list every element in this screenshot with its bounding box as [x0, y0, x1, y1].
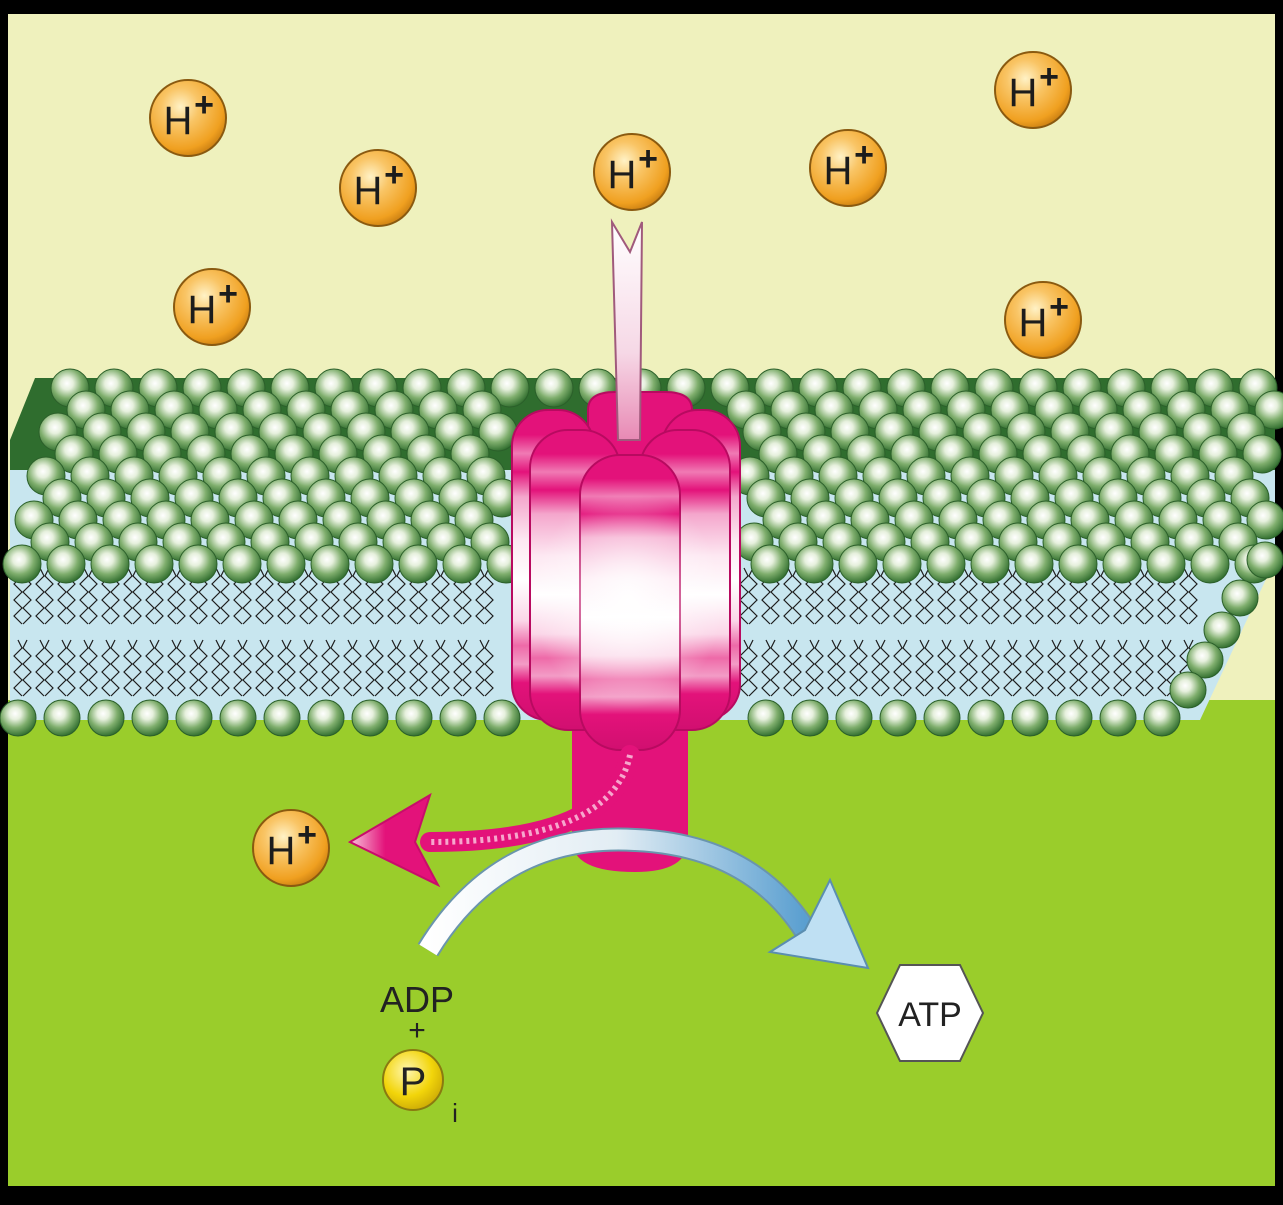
lipid-head	[1014, 544, 1054, 584]
lipid-head	[351, 699, 389, 737]
proton-symbol: H	[354, 169, 383, 213]
proton-charge: +	[384, 156, 404, 194]
lipid-head	[794, 544, 834, 584]
lipid-head	[791, 699, 829, 737]
lipid-head	[134, 544, 174, 584]
lipid-head	[175, 699, 213, 737]
lipid-head	[1102, 544, 1142, 584]
lipid-head	[1011, 699, 1049, 737]
lipid-head	[1055, 699, 1093, 737]
atp-label: ATP	[898, 996, 962, 1034]
lipid-head	[219, 699, 257, 737]
lipid-head	[1186, 641, 1224, 679]
lipid-head	[923, 699, 961, 737]
proton-charge: +	[218, 275, 238, 313]
lipid-head	[882, 544, 922, 584]
lipid-head	[46, 544, 86, 584]
lipid-head	[0, 699, 37, 737]
lipid-head	[442, 544, 482, 584]
lipid-head	[222, 544, 262, 584]
lipid-head	[747, 699, 785, 737]
proton-symbol: H	[267, 829, 296, 873]
plus-sign: +	[408, 1014, 426, 1047]
lipid-head	[307, 699, 345, 737]
lipid-head	[970, 544, 1010, 584]
lipid-head	[2, 544, 42, 584]
lipid-head	[266, 544, 306, 584]
proton-symbol: H	[1019, 301, 1048, 345]
proton-symbol: H	[188, 288, 217, 332]
synthase-glow	[533, 490, 723, 710]
proton-symbol: H	[608, 153, 637, 197]
lipid-head	[1242, 434, 1282, 474]
lipid-head	[1058, 544, 1098, 584]
lipid-head	[1203, 611, 1241, 649]
lipid-head	[534, 368, 574, 408]
lipid-head	[835, 699, 873, 737]
lipid-head	[439, 699, 477, 737]
inorganic-phosphate: P i	[382, 1049, 458, 1128]
proton-symbol: H	[1009, 71, 1038, 115]
lipid-head	[926, 544, 966, 584]
proton-h-plus: H+	[994, 51, 1072, 129]
phosphate-symbol: P	[400, 1060, 427, 1104]
lipid-head	[1099, 699, 1137, 737]
lipid-head	[1190, 544, 1230, 584]
atp-hexagon	[875, 964, 985, 1062]
proton-h-plus: H+	[1004, 281, 1082, 359]
lipid-head	[1221, 579, 1259, 617]
atp-synthase	[511, 218, 741, 872]
phosphate-circle	[382, 1049, 444, 1111]
lipid-head	[354, 544, 394, 584]
lipid-head	[43, 699, 81, 737]
lipid-head	[131, 699, 169, 737]
lipid-head	[178, 544, 218, 584]
lipid-head	[1143, 699, 1181, 737]
lipid-head	[1246, 541, 1283, 579]
lipid-head	[310, 544, 350, 584]
proton-charge: +	[638, 140, 658, 178]
lipid-head	[483, 699, 521, 737]
proton-h-plus: H+	[339, 149, 417, 227]
lipid-head	[1169, 671, 1207, 709]
lipid-head	[90, 544, 130, 584]
proton-channel	[610, 218, 643, 441]
phosphate-subscript: i	[452, 1098, 458, 1128]
proton-h-plus: H+	[809, 129, 887, 207]
proton-h-plus: H+	[252, 809, 330, 887]
proton-charge: +	[1039, 58, 1059, 96]
lipid-head	[490, 368, 530, 408]
lipid-head	[87, 699, 125, 737]
proton-h-plus: H+	[173, 268, 251, 346]
proton-symbol: H	[824, 149, 853, 193]
lipid-head	[395, 699, 433, 737]
proton-charge: +	[1049, 288, 1069, 326]
lipid-head	[838, 544, 878, 584]
lipid-head	[1254, 390, 1283, 430]
adp-to-atp-arrow	[417, 827, 870, 970]
proton-charge: +	[297, 816, 317, 854]
protons: H+H+H+H+H+H+H+H+	[149, 51, 1082, 887]
lipid-head	[1146, 544, 1186, 584]
proton-charge: +	[854, 136, 874, 174]
adp-label: ADP	[380, 979, 454, 1020]
proton-h-plus: H+	[149, 79, 227, 157]
lipid-head	[967, 699, 1005, 737]
lipid-head	[750, 544, 790, 584]
lipid-head	[879, 699, 917, 737]
lipid-head	[398, 544, 438, 584]
lipid-head	[263, 699, 301, 737]
lipid-head	[1246, 500, 1283, 540]
proton-charge: +	[194, 86, 214, 124]
proton-h-plus: H+	[593, 133, 671, 211]
atp-molecule: ATP	[875, 964, 985, 1062]
proton-exit-arrow	[347, 745, 640, 888]
proton-symbol: H	[164, 99, 193, 143]
